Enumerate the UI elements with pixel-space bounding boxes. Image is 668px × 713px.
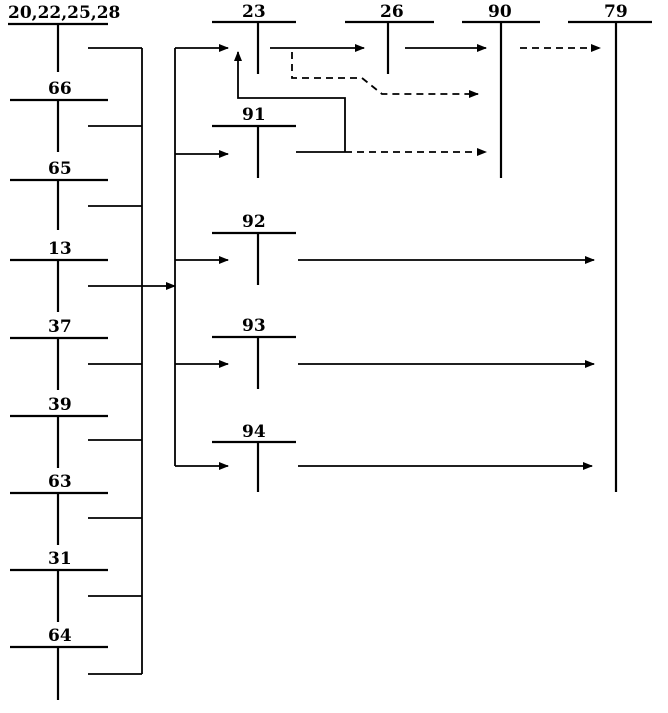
node-93: 93	[212, 316, 296, 389]
node-94: 94	[212, 422, 296, 492]
node-label: 20,22,25,28	[8, 3, 120, 23]
distribution-bus	[174, 44, 229, 470]
node-13: 13	[10, 239, 108, 312]
node-65: 65	[10, 159, 108, 230]
node-39: 39	[10, 395, 108, 468]
node-64: 64	[10, 626, 108, 700]
node-91: 91	[212, 105, 296, 178]
node-label: 63	[48, 472, 72, 492]
node-label: 90	[488, 2, 512, 22]
node-37: 37	[10, 317, 108, 390]
node-label: 37	[48, 317, 72, 337]
arrow-91-to-23	[234, 51, 346, 152]
node-79: 79	[568, 2, 652, 492]
node-label: 94	[242, 422, 266, 442]
node-label: 79	[604, 2, 628, 22]
connections	[234, 44, 601, 470]
node-label: 26	[380, 2, 404, 22]
node-label: 93	[242, 316, 266, 336]
node-66: 66	[10, 79, 108, 152]
node-26: 26	[345, 2, 434, 74]
node-label: 13	[48, 239, 72, 259]
node-90: 90	[462, 2, 540, 178]
left-collector	[88, 47, 176, 675]
dashed-23-to-90	[291, 52, 479, 98]
node-label: 92	[242, 212, 266, 232]
node-92: 92	[212, 212, 296, 285]
node-63: 63	[10, 472, 108, 545]
node-label: 91	[242, 105, 266, 125]
node-20-22-25-28: 20,22,25,28	[8, 3, 120, 72]
node-31: 31	[10, 549, 108, 622]
node-label: 31	[48, 549, 72, 569]
node-label: 65	[48, 159, 72, 179]
node-label: 39	[48, 395, 72, 415]
node-23: 23	[212, 2, 296, 74]
node-label: 64	[48, 626, 72, 646]
node-label: 23	[242, 2, 266, 22]
node-label: 66	[48, 79, 72, 99]
